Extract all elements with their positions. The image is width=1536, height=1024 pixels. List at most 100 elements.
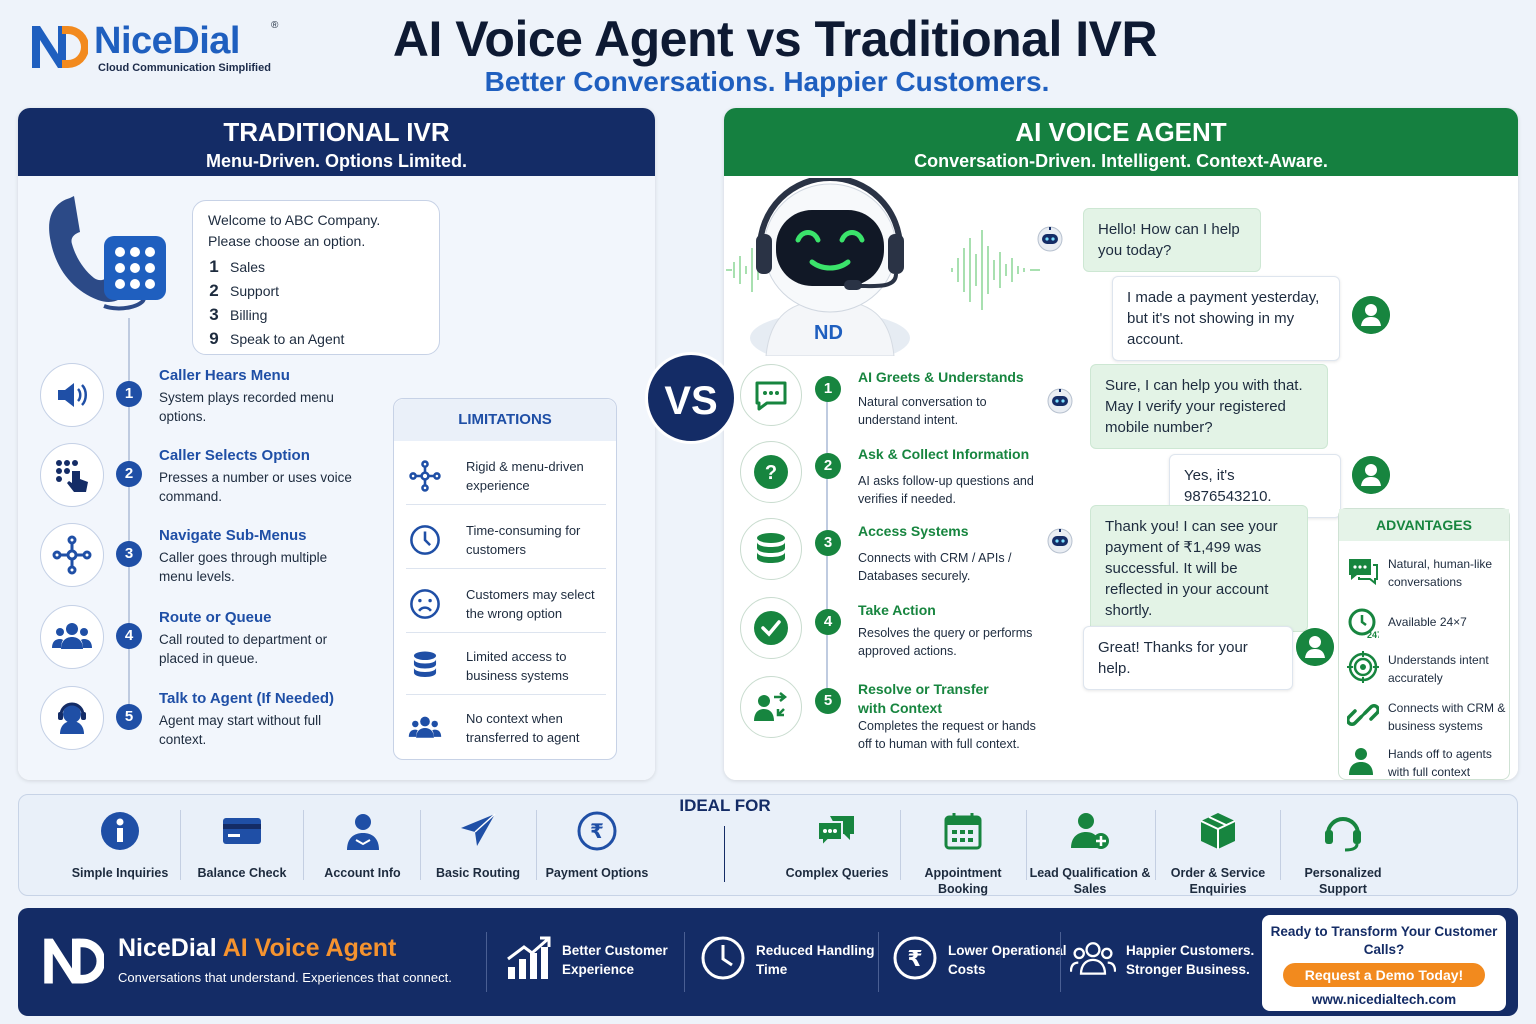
ideal-item: Order & Service Enquiries: [1157, 806, 1279, 896]
ideal-separator: [303, 810, 304, 880]
page-subtitle: Better Conversations. Happier Customers.: [484, 66, 1050, 97]
website-link[interactable]: www.nicedialtech.com: [1311, 992, 1457, 1007]
ideal-item: Account Info: [305, 806, 420, 890]
ivr-subtitle: Menu-Driven. Options Limited.: [205, 151, 467, 171]
limitation-item: Rigid & menu-driven experience: [406, 449, 606, 505]
advantage-item: Understands intent accurately: [1347, 649, 1507, 693]
nd-logo-icon: [44, 938, 104, 984]
user-icon: [346, 814, 379, 850]
calendar-icon: [944, 813, 982, 850]
ideal-separator: [420, 810, 421, 880]
box-icon: [1200, 813, 1236, 849]
ai-title: AI VOICE AGENT: [1015, 117, 1227, 147]
ideal-separator: [1026, 810, 1027, 880]
navigation-icon: [461, 813, 496, 846]
rupee-icon: ₹: [893, 936, 937, 980]
brand-name: NiceDial: [94, 20, 240, 62]
ideal-item: Basic Routing: [422, 806, 534, 890]
sad-face-icon: [410, 589, 440, 619]
svg-text:₹: ₹: [590, 819, 604, 843]
ivr-step: 3 Navigate Sub-Menus Caller goes through…: [40, 523, 380, 593]
cta-box: Ready to Transform Your Customer Calls? …: [1262, 915, 1506, 1011]
user-avatar-icon: [1352, 456, 1390, 494]
question-icon: ?: [754, 455, 788, 489]
brand-tagline: Cloud Communication Simplified: [98, 62, 271, 74]
ideal-separator: [900, 810, 901, 880]
card-icon: [223, 818, 261, 844]
clock-icon: [410, 525, 440, 555]
keypad-tap-icon: [56, 460, 88, 492]
request-demo-button[interactable]: Request a Demo Today!: [1283, 963, 1485, 987]
footer-benefit: Better Customer Experience: [506, 935, 686, 985]
ivr-flow-line: [128, 318, 130, 718]
footer-tagline: Conversations that understand. Experienc…: [118, 970, 452, 985]
chat-icon: [755, 381, 787, 411]
footer-separator: [486, 932, 487, 992]
footer-separator: [878, 932, 879, 992]
chat-user-message: I made a payment yesterday, but it's not…: [1112, 276, 1340, 361]
ai-subtitle: Conversation-Driven. Intelligent. Contex…: [914, 151, 1328, 171]
footer-benefit: Happier Customers. Stronger Business.: [1070, 935, 1255, 985]
ai-step: 5 Resolve or Transfer with Context Compl…: [740, 676, 1060, 776]
user-avatar-icon: [1352, 296, 1390, 334]
page-title: AI Voice Agent vs Traditional IVR: [392, 11, 1158, 67]
ideal-item: ₹ Payment Options: [538, 806, 656, 890]
advantages-box: ADVANTAGES Natural, human-like conversat…: [1338, 508, 1510, 780]
chat-user-message: Great! Thanks for your help.: [1083, 626, 1293, 690]
chat-bot-message: Hello! How can I help you today?: [1083, 208, 1261, 272]
agent-headset-icon: [58, 702, 86, 734]
branch-icon: [52, 535, 92, 575]
vs-badge: VS: [645, 352, 737, 444]
advantage-item: Natural, human-like conversations: [1347, 553, 1507, 597]
check-icon: [754, 611, 788, 645]
transfer-icon: [754, 692, 788, 721]
chat-icon: [1349, 559, 1378, 586]
chat-bubbles-icon: [817, 816, 854, 849]
ivr-step: 2 Caller Selects Option Presses a number…: [40, 443, 380, 513]
group-icon: [408, 716, 442, 738]
ivr-step: 4 Route or Queue Call routed to departme…: [40, 605, 380, 675]
link-icon: [1347, 704, 1379, 726]
branch-icon: [409, 460, 441, 492]
headset-icon: [1325, 817, 1361, 852]
footer-brand-accent: AI Voice Agent: [222, 934, 397, 962]
person-icon: [1349, 748, 1373, 775]
user-avatar-icon: [1296, 628, 1334, 666]
advantage-item: Hands off to agents with full context: [1347, 743, 1507, 787]
ai-header: AI VOICE AGENT Conversation-Driven. Inte…: [724, 108, 1518, 176]
group-icon: [52, 623, 92, 649]
growth-chart-icon: [507, 936, 551, 979]
bot-avatar-icon: [1047, 388, 1073, 414]
limitation-item: No context when transferred to agent: [406, 701, 606, 757]
ai-step: 4 Take Action Resolves the query or perf…: [740, 597, 1060, 677]
robot-agent-illustration: [726, 178, 1040, 356]
ivr-title: TRADITIONAL IVR: [223, 117, 450, 147]
footer-separator: [1060, 932, 1061, 992]
bot-avatar-icon: [1037, 226, 1063, 252]
ideal-item: Personalized Support: [1282, 806, 1404, 896]
svg-text:?: ?: [765, 462, 777, 484]
ideal-separator: [536, 810, 537, 880]
bot-avatar-icon: [1047, 528, 1073, 554]
limitation-item: Time-consuming for customers: [406, 513, 606, 569]
advantages-title: ADVANTAGES: [1339, 509, 1509, 541]
svg-text:247: 247: [1367, 630, 1379, 639]
ideal-separator: [1155, 810, 1156, 880]
ivr-menu-bubble: Welcome to ABC Company. Please choose an…: [192, 200, 440, 355]
ivr-greeting: Welcome to ABC Company.: [208, 212, 381, 228]
ai-step: 1 AI Greets & Understands Natural conver…: [740, 364, 1060, 444]
user-plus-icon: [1071, 813, 1109, 849]
ideal-item: Balance Check: [182, 806, 302, 890]
info-icon: [101, 812, 139, 850]
ivr-header: TRADITIONAL IVR Menu-Driven. Options Lim…: [18, 108, 655, 176]
clock-icon: [701, 936, 745, 980]
database-icon: [413, 651, 437, 678]
clock-24-icon: 247: [1348, 608, 1379, 639]
ideal-for-strip: [18, 794, 1518, 896]
svg-text:₹: ₹: [907, 947, 922, 972]
ai-step: ? 2 Ask & Collect Information AI asks fo…: [740, 441, 1060, 521]
